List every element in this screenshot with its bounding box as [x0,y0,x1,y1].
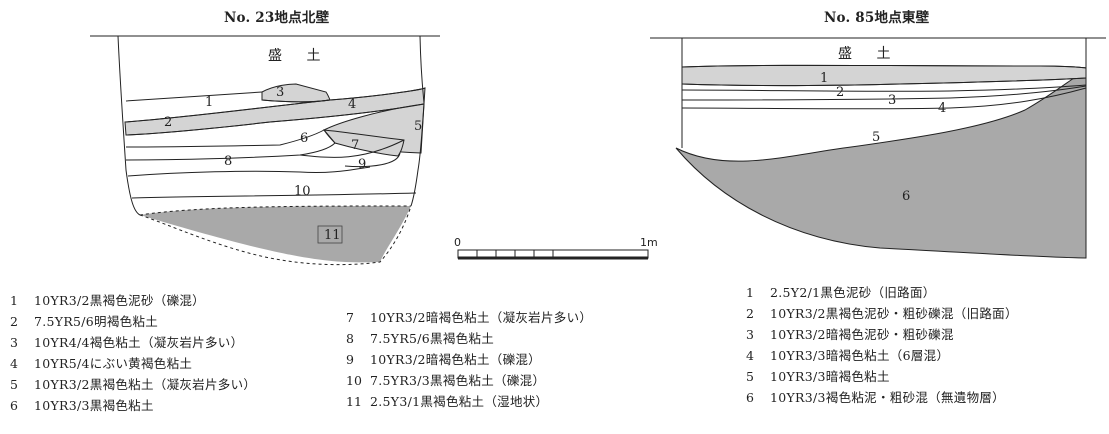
legend-item-text: 10YR3/2暗褐色粘土（礫混） [370,352,541,367]
legend-item-text: 10YR3/3褐色粘泥・粗砂混（無遺物層） [770,390,1005,405]
legend-item-number: 2 [746,306,754,321]
legend-item-number: 4 [10,356,18,371]
legend-item: 2 10YR3/2黒褐色泥砂・粗砂礫混（旧路面） [746,303,1018,324]
left-fill-label: 盛 土 [268,48,330,64]
legend-right: 1 2.5Y2/1黒色泥砂（旧路面） 2 10YR3/2黒褐色泥砂・粗砂礫混（旧路面）… [746,282,1018,408]
legend-item: 4 10YR5/4にぶい黄褐色粘土 [10,353,256,374]
right-layer-label-4: 4 [938,101,946,116]
right-section-profile [650,37,1106,259]
right-layer-label-6: 6 [902,189,910,204]
left-layer-3-fill [261,83,331,103]
left-layer-label-1: 1 [205,95,213,110]
legend-item-text: 7.5YR3/3黒褐色粘土（礫混） [370,373,546,388]
scale-end-label: 1m [640,236,658,249]
left-layer-label-4: 4 [348,97,356,112]
left-layer-label-9: 9 [358,157,366,172]
legend-item: 6 10YR3/3黒褐色粘土 [10,395,256,416]
legend-item: 3 10YR3/2暗褐色泥砂・粗砂礫混 [746,324,1018,345]
left-layer-label-7: 7 [351,138,359,153]
left-layer-label-3: 3 [276,85,284,100]
legend-item: 1 2.5Y2/1黒色泥砂（旧路面） [746,282,1018,303]
legend-item-number: 4 [746,348,754,363]
legend-left-a: 1 10YR3/2黒褐色泥砂（礫混） 2 7.5YR5/6明褐色粘土 3 10YR4/4褐… [10,290,256,416]
legend-item-number: 8 [346,331,354,346]
legend-left-b: 7 10YR3/2暗褐色粘土（凝灰岩片多い） 8 7.5YR5/6黒褐色粘土 9 10YR… [346,307,592,412]
right-layer-label-2: 2 [836,85,844,100]
legend-item-text: 10YR4/4褐色粘土（凝灰岩片多い） [34,335,244,350]
legend-item-number: 5 [10,377,18,392]
legend-item-number: 3 [10,335,18,350]
legend-item-number: 1 [10,293,18,308]
scale-start-label: 0 [454,236,461,249]
legend-item: 7 10YR3/2暗褐色粘土（凝灰岩片多い） [346,307,592,328]
legend-item-number: 11 [346,394,362,409]
legend-item: 11 2.5Y3/1黒褐色粘土（湿地状） [346,391,592,412]
legend-item-text: 10YR3/2黒褐色泥砂（礫混） [34,293,205,308]
right-layer-1-fill [681,64,1087,86]
legend-item-text: 10YR3/2暗褐色粘土（凝灰岩片多い） [370,310,593,325]
left-layer-label-10: 10 [294,184,311,199]
right-layer-6-fill [675,69,1087,259]
legend-item-text: 7.5YR5/6明褐色粘土 [34,314,159,329]
legend-item-number: 3 [746,327,754,342]
left-section-profile [90,35,440,266]
legend-item: 6 10YR3/3褐色粘泥・粗砂混（無遺物層） [746,387,1018,408]
legend-item-text: 2.5Y2/1黒色泥砂（旧路面） [770,285,936,300]
legend-item: 1 10YR3/2黒褐色泥砂（礫混） [10,290,256,311]
legend-item: 5 10YR3/2黒褐色粘土（凝灰岩片多い） [10,374,256,395]
legend-item-number: 2 [10,314,18,329]
legend-item-text: 10YR3/2黒褐色泥砂・粗砂礫混（旧路面） [770,306,1018,321]
legend-item: 10 7.5YR3/3黒褐色粘土（礫混） [346,370,592,391]
legend-item: 3 10YR4/4褐色粘土（凝灰岩片多い） [10,332,256,353]
legend-item-number: 9 [346,352,354,367]
right-section-title: No. 85地点東壁 [824,10,930,26]
legend-item: 4 10YR3/3暗褐色粘土（6層混） [746,345,1018,366]
left-layer-label-8: 8 [224,154,232,169]
legend-item-text: 10YR5/4にぶい黄褐色粘土 [34,356,193,371]
legend-item-text: 10YR3/2暗褐色泥砂・粗砂礫混 [770,327,954,342]
legend-item-number: 5 [746,369,754,384]
right-layer-label-3: 3 [888,93,896,108]
scale-bar [457,249,649,260]
left-layer-11-fill [140,206,411,263]
legend-item-text: 10YR3/2黒褐色粘土（凝灰岩片多い） [34,377,257,392]
legend-item-number: 6 [10,398,18,413]
right-layer-label-5: 5 [872,130,880,145]
left-pit-outline-right [410,35,440,207]
legend-item: 2 7.5YR5/6明褐色粘土 [10,311,256,332]
left-layer-label-6: 6 [300,131,308,146]
right-fill-label: 盛 土 [838,46,900,62]
legend-item: 9 10YR3/2暗褐色粘土（礫混） [346,349,592,370]
legend-item-text: 10YR3/3黒褐色粘土 [34,398,154,413]
legend-item-number: 1 [746,285,754,300]
legend-item-text: 10YR3/3暗褐色粘土 [770,369,890,384]
left-section-title: No. 23地点北壁 [224,10,330,26]
right-layer-label-1: 1 [820,71,828,86]
legend-item-text: 2.5Y3/1黒褐色粘土（湿地状） [370,394,549,409]
left-layer-label-11: 11 [324,228,341,243]
legend-item: 8 7.5YR5/6黒褐色粘土 [346,328,592,349]
left-pit-outline [90,35,141,216]
legend-item-number: 10 [346,373,362,388]
left-layer-label-2: 2 [164,115,172,130]
legend-item-number: 7 [346,310,354,325]
left-layer-label-5: 5 [414,119,422,134]
legend-item-text: 10YR3/3暗褐色粘土（6層混） [770,348,950,363]
legend-item: 5 10YR3/3暗褐色粘土 [746,366,1018,387]
left-layer-7-fill [322,129,405,157]
legend-item-number: 6 [746,390,754,405]
legend-item-text: 7.5YR5/6黒褐色粘土 [370,331,495,346]
